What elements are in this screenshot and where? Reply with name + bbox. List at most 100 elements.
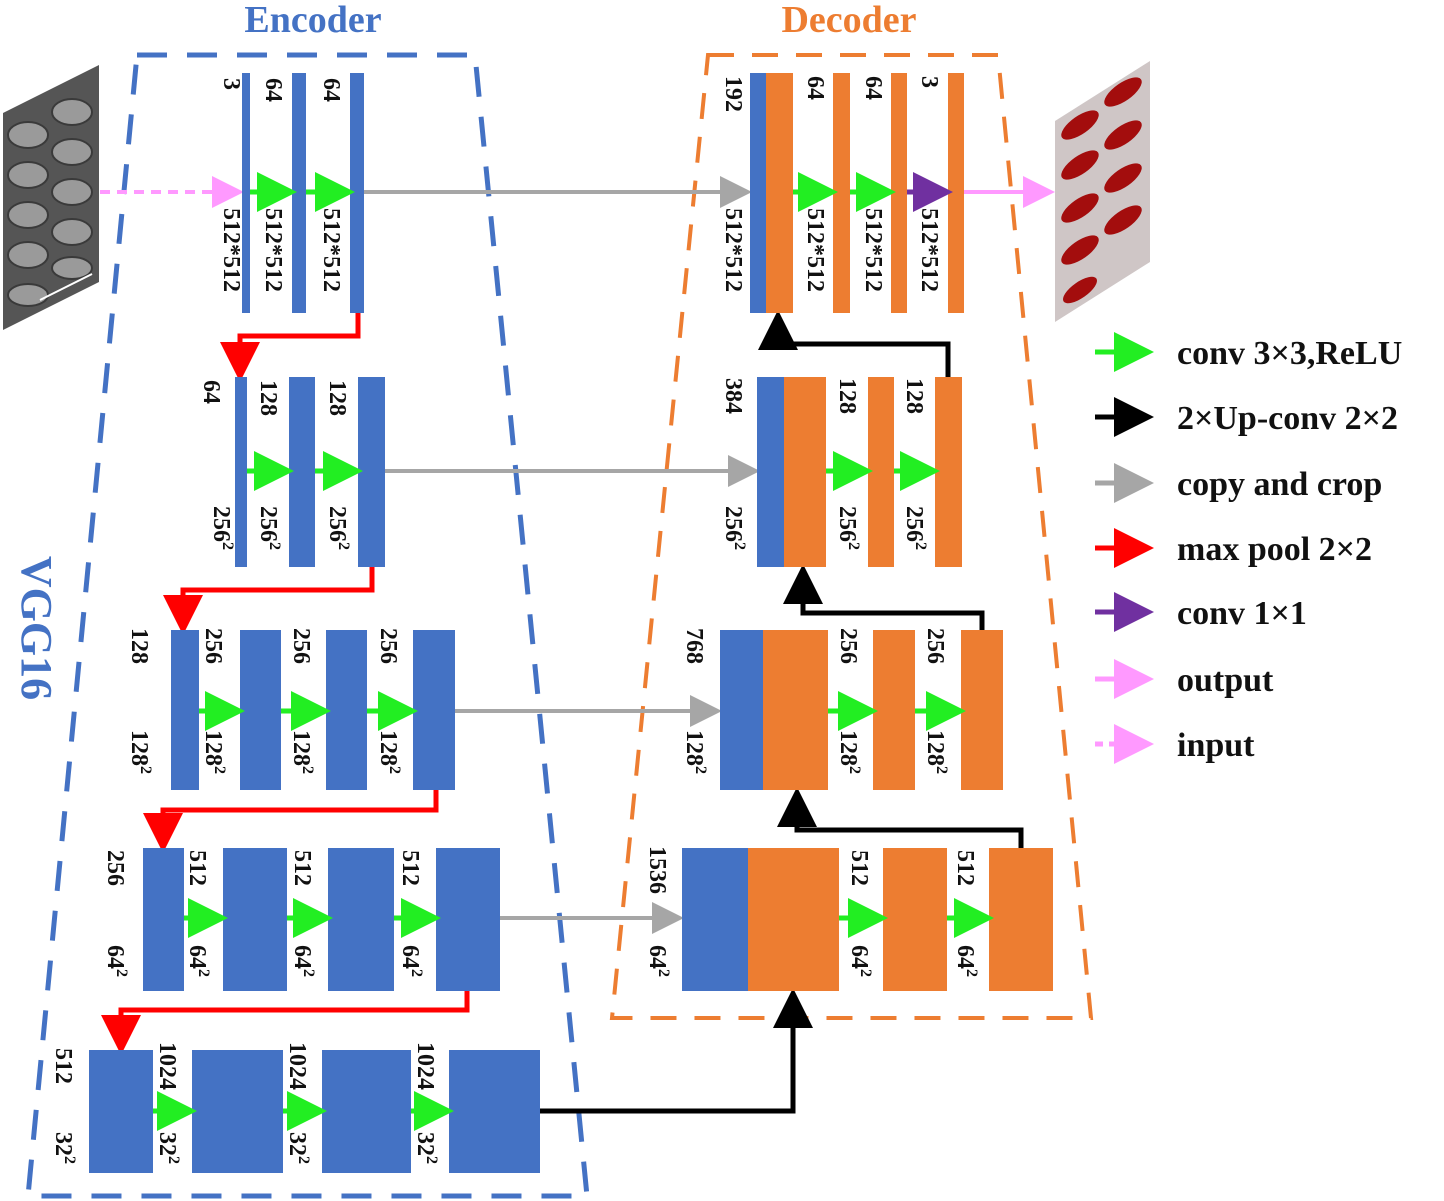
channel-label: 256: [200, 628, 226, 664]
dec2-block-2: [868, 377, 894, 567]
channel-label: 64: [318, 78, 344, 102]
enc4-block-4: [436, 848, 500, 991]
dec4-block-concat-blue: [682, 848, 748, 991]
dec2-block-concat-blue: [757, 377, 784, 567]
legend-input-label: input: [1177, 727, 1255, 764]
channel-label: 128: [324, 380, 350, 416]
encoder-title: Encoder: [244, 0, 381, 41]
conv-arrows: [153, 172, 994, 1131]
legend-maxpool-label: max pool 2×2: [1177, 531, 1372, 568]
upconv-arrow-3: [777, 787, 1024, 848]
decoder-blocks: [682, 73, 1053, 991]
dec4-block-concat-orange: [748, 848, 839, 991]
size-label: 642: [397, 945, 425, 977]
legend-copy-label: copy and crop: [1177, 466, 1382, 503]
size-label: 512*512: [802, 208, 828, 292]
size-label: 2562: [208, 506, 236, 550]
dec4-block-2: [883, 848, 947, 991]
enc5-block-1: [89, 1050, 153, 1173]
block-labels: 3 64 64 512*512 512*512 512*512 64 128 1…: [50, 76, 980, 1164]
enc3-block-3: [326, 630, 367, 790]
size-label: 2562: [255, 506, 283, 550]
maxpool-arrow-1: [220, 313, 361, 382]
dec3-block-concat-orange: [763, 630, 828, 790]
arrows-layer: [100, 176, 1055, 1114]
size-label: 512*512: [860, 208, 886, 292]
dec1-block-4: [948, 73, 964, 313]
size-label: 1282: [126, 730, 154, 774]
legend-item-maxpool: max pool 2×2: [1095, 528, 1372, 568]
enc2-block-2: [289, 377, 315, 567]
encoder-region: [25, 52, 590, 1199]
legend-item-conv1x1: conv 1×1: [1095, 592, 1307, 632]
size-label: 642: [184, 945, 212, 977]
channel-label: 128: [901, 378, 927, 414]
vgg16-label: VGG16: [12, 556, 61, 700]
output-image: [1055, 61, 1150, 322]
size-label: 512*512: [218, 208, 244, 292]
dec3-block-2: [873, 630, 915, 790]
channel-label: 64: [860, 76, 886, 100]
upconv-arrow-2: [783, 564, 985, 630]
input-image: [3, 65, 99, 330]
enc5-block-4: [449, 1050, 540, 1173]
size-label: 2562: [324, 506, 352, 550]
channel-label: 512: [184, 850, 210, 886]
maxpool-arrow-2: [163, 567, 375, 635]
size-label: 2562: [720, 506, 748, 550]
enc5-block-3: [322, 1050, 411, 1173]
size-label: 2562: [834, 506, 862, 550]
channel-label: 1024: [284, 1042, 310, 1090]
enc1-block-2: [292, 73, 306, 313]
enc1-block-3: [350, 73, 364, 313]
channel-label: 128: [126, 628, 152, 664]
channel-label: 64: [198, 380, 224, 404]
enc3-block-2: [240, 630, 281, 790]
size-label: 642: [644, 945, 672, 977]
legend-upconv-label: 2×Up-conv 2×2: [1177, 400, 1398, 437]
size-label: 322: [154, 1132, 182, 1164]
channel-label: 512: [952, 850, 978, 886]
dec4-block-3: [989, 848, 1053, 991]
enc3-block-1: [171, 630, 199, 790]
enc2-block-1: [235, 377, 247, 567]
channel-label: 128: [255, 380, 281, 416]
maxpool-arrow-3: [143, 790, 439, 853]
size-label: 512*512: [720, 208, 746, 292]
size-label: 2562: [901, 506, 929, 550]
channel-label: 256: [922, 628, 948, 664]
channel-label: 512: [50, 1048, 76, 1084]
channel-label: 256: [288, 628, 314, 664]
enc2-block-3: [358, 377, 385, 567]
size-label: 1282: [288, 730, 316, 774]
dec1-block-concat-orange: [766, 73, 793, 313]
channel-label: 1024: [412, 1042, 438, 1090]
size-label: 512*512: [318, 208, 344, 292]
channel-label: 512: [289, 850, 315, 886]
channel-label: 512: [397, 850, 423, 886]
upconv-arrow-1: [758, 310, 951, 377]
legend-item-input: input: [1095, 724, 1255, 764]
size-label: 642: [952, 945, 980, 977]
channel-label: 1024: [154, 1042, 180, 1090]
size-label: 322: [412, 1132, 440, 1164]
decoder-title: Decoder: [781, 0, 916, 41]
maxpool-arrow-4: [101, 991, 470, 1055]
channel-label: 128: [834, 378, 860, 414]
dec2-block-concat-orange: [784, 377, 826, 567]
size-label: 1282: [200, 730, 228, 774]
channel-label: 256: [375, 628, 401, 664]
dec1-block-2: [833, 73, 850, 313]
size-label: 642: [846, 945, 874, 977]
size-label: 642: [102, 945, 130, 977]
enc5-block-2: [192, 1050, 283, 1173]
size-label: 1282: [922, 730, 950, 774]
dec2-block-3: [935, 377, 962, 567]
size-label: 322: [284, 1132, 312, 1164]
decoder-region: [609, 53, 1094, 1020]
legend-output-label: output: [1177, 662, 1274, 699]
channel-label: 192: [720, 76, 746, 112]
channel-label: 1536: [644, 846, 670, 894]
enc1-block-1: [242, 73, 250, 313]
legend-item-output: output: [1095, 659, 1274, 699]
